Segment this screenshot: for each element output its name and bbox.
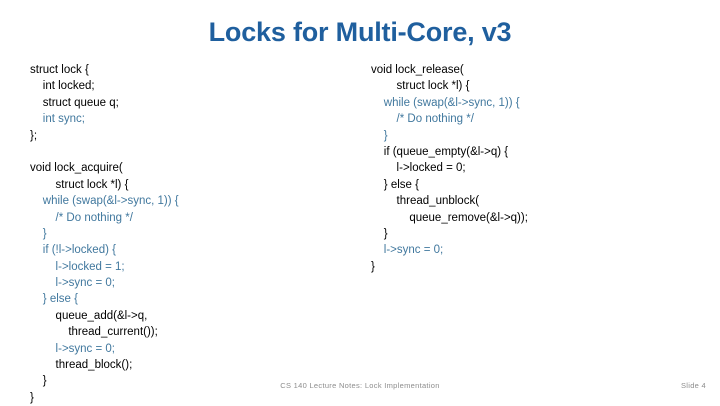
code-left-line: l->sync = 0; xyxy=(30,341,360,357)
code-left-line: if (!l->locked) { xyxy=(30,242,360,258)
code-right-line-text: while (swap(&l->sync, 1)) { xyxy=(371,96,520,109)
footer-slide-number: Slide 4 xyxy=(680,381,706,390)
footer-course-label: CS 140 Lecture Notes: Lock Implementatio… xyxy=(280,381,440,390)
code-right-line: } xyxy=(371,226,701,242)
code-left-line-text: struct queue q; xyxy=(30,96,119,109)
code-block-lock-acquire: struct lock { int locked; struct queue q… xyxy=(30,62,360,406)
code-left-line: struct lock { xyxy=(30,62,360,78)
code-right-line-text: struct lock *l) { xyxy=(371,80,470,93)
code-left-line: struct lock *l) { xyxy=(30,177,360,193)
code-left-line-text: int sync; xyxy=(30,113,85,126)
code-right-line-text: queue_remove(&l->q)); xyxy=(371,211,528,224)
code-left-line xyxy=(30,144,360,160)
code-left-line: l->locked = 1; xyxy=(30,259,360,275)
code-right-line-text: } else { xyxy=(371,178,419,191)
code-left-line-text: } xyxy=(30,391,34,404)
code-block-lock-release: void lock_release( struct lock *l) { whi… xyxy=(371,62,701,275)
code-right-line: void lock_release( xyxy=(371,62,701,78)
code-left-line: } xyxy=(30,390,360,406)
code-left-line-text: }; xyxy=(30,129,38,142)
code-left-line: } xyxy=(30,373,360,389)
code-right-line: queue_remove(&l->q)); xyxy=(371,210,701,226)
code-left-line-text: void lock_acquire( xyxy=(30,162,123,175)
code-right-line-text: if (queue_empty(&l->q) { xyxy=(371,145,509,158)
code-right-line-text: void lock_release( xyxy=(371,64,464,76)
code-left-line-text: } else { xyxy=(30,293,78,306)
code-left-line-text: struct lock *l) { xyxy=(30,178,129,191)
code-left-line-text: struct lock { xyxy=(30,64,89,76)
code-left-line-text: if (!l->locked) { xyxy=(30,244,116,257)
code-left-line-text: } xyxy=(30,375,47,388)
code-left-line: while (swap(&l->sync, 1)) { xyxy=(30,193,360,209)
code-left-line: thread_current()); xyxy=(30,324,360,340)
code-right-line: l->sync = 0; xyxy=(371,242,701,258)
code-right-line-text: thread_unblock( xyxy=(371,195,480,208)
code-right-line-text: } xyxy=(371,260,375,273)
code-left-line: l->sync = 0; xyxy=(30,275,360,291)
code-left-line-text: while (swap(&l->sync, 1)) { xyxy=(30,195,179,208)
code-left-line: int locked; xyxy=(30,78,360,94)
code-left-line: int sync; xyxy=(30,111,360,127)
code-right-line-text: l->sync = 0; xyxy=(371,244,444,257)
code-right-line: while (swap(&l->sync, 1)) { xyxy=(371,95,701,111)
code-left-line: queue_add(&l->q, xyxy=(30,308,360,324)
code-left-line-text: queue_add(&l->q, xyxy=(30,309,148,322)
code-right-line: if (queue_empty(&l->q) { xyxy=(371,144,701,160)
code-right-line: l->locked = 0; xyxy=(371,160,701,176)
code-left-line-text xyxy=(30,146,33,158)
code-left-line: } else { xyxy=(30,291,360,307)
code-right-line-text: /* Do nothing */ xyxy=(371,113,474,126)
code-left-line: /* Do nothing */ xyxy=(30,210,360,226)
code-left-line-text: l->locked = 1; xyxy=(30,260,125,273)
code-right-line-text: } xyxy=(371,129,388,142)
code-left-line: } xyxy=(30,226,360,242)
code-left-line: struct queue q; xyxy=(30,95,360,111)
code-left-line-text: l->sync = 0; xyxy=(30,277,116,290)
code-right-line: } xyxy=(371,259,701,275)
code-right-line: /* Do nothing */ xyxy=(371,111,701,127)
code-right-line-text: l->locked = 0; xyxy=(371,162,466,175)
page-title: Locks for Multi-Core, v3 xyxy=(208,17,512,47)
code-right-line-text: } xyxy=(371,227,388,240)
code-right-line: } xyxy=(371,128,701,144)
code-right-line: struct lock *l) { xyxy=(371,78,701,94)
code-right-line: } else { xyxy=(371,177,701,193)
code-right-line: thread_unblock( xyxy=(371,193,701,209)
code-left-line-text: thread_current()); xyxy=(30,326,158,339)
code-left-line-text: thread_block(); xyxy=(30,359,133,372)
code-left-line-text: /* Do nothing */ xyxy=(30,211,133,224)
code-left-line: }; xyxy=(30,128,360,144)
code-left-line: void lock_acquire( xyxy=(30,160,360,176)
code-left-line: thread_block(); xyxy=(30,357,360,373)
code-left-line-text: int locked; xyxy=(30,80,95,93)
code-left-line-text: l->sync = 0; xyxy=(30,342,116,355)
code-left-line-text: } xyxy=(30,227,47,240)
